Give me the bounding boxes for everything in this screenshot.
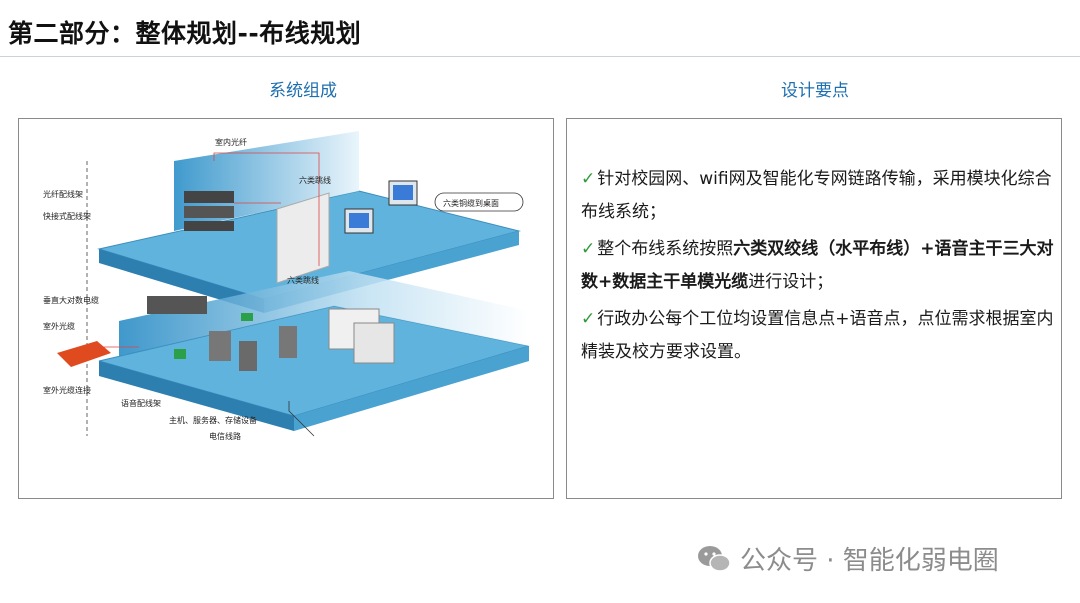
label-servers: 主机、服务器、存储设备 xyxy=(169,415,257,425)
label-telecom: 电信线路 xyxy=(209,431,241,441)
label-outdoor-fiber: 室外光缆 xyxy=(43,321,75,331)
lower-floor xyxy=(57,271,530,437)
label-voice-frame: 语音配线架 xyxy=(121,398,161,408)
check-icon: ✓ xyxy=(581,309,596,329)
watermark: 公众号 · 智能化弱电圈 xyxy=(696,540,999,577)
cabling-diagram: 室内光纤 光纤配线架 快接式配线架 六类跳线 六类铜缆到桌面 六类跳线 垂直大对… xyxy=(43,131,530,441)
design-points-panel: ✓针对校园网、wifi网及智能化专网链路传输，采用模块化综合布线系统； ✓整个布… xyxy=(566,118,1062,499)
list-item: ✓行政办公每个工位均设置信息点+语音点，点位需求根据室内精装及校方要求设置。 xyxy=(581,309,1054,362)
check-icon: ✓ xyxy=(581,169,596,189)
label-cat6-bottom: 六类跳线 xyxy=(287,275,319,285)
label-quick-frame: 快接式配线架 xyxy=(43,211,91,221)
title-bar: 第二部分：整体规划--布线规划 xyxy=(0,0,1080,57)
list-item: ✓整个布线系统按照六类双绞线（水平布线）+语音主干三大对数+数据主干单模光缆进行… xyxy=(581,239,1054,292)
design-points-list: ✓针对校园网、wifi网及智能化专网链路传输，采用模块化综合布线系统； ✓整个布… xyxy=(581,163,1055,373)
wechat-icon xyxy=(698,545,731,572)
right-heading: 设计要点 xyxy=(781,81,849,101)
label-outdoor-conn: 室外光缆连接 xyxy=(43,385,91,395)
label-cat6-desk: 六类铜缆到桌面 xyxy=(443,198,499,208)
watermark-text: 公众号 · 智能化弱电圈 xyxy=(740,546,999,576)
label-cat6-top: 六类跳线 xyxy=(299,175,331,185)
callout-cat6-desk: 六类铜缆到桌面 xyxy=(434,192,524,212)
check-icon: ✓ xyxy=(581,239,596,259)
label-vertical-cable: 垂直大对数电缆 xyxy=(43,295,99,305)
page-title: 第二部分：整体规划--布线规划 xyxy=(8,19,362,48)
system-composition-panel: 室内光纤 光纤配线架 快接式配线架 六类跳线 六类铜缆到桌面 六类跳线 垂直大对… xyxy=(18,118,554,499)
list-item: ✓针对校园网、wifi网及智能化专网链路传输，采用模块化综合布线系统； xyxy=(581,169,1052,222)
label-indoor-fiber: 室内光纤 xyxy=(215,137,247,147)
label-fiber-frame: 光纤配线架 xyxy=(43,189,83,199)
left-heading: 系统组成 xyxy=(269,81,337,101)
